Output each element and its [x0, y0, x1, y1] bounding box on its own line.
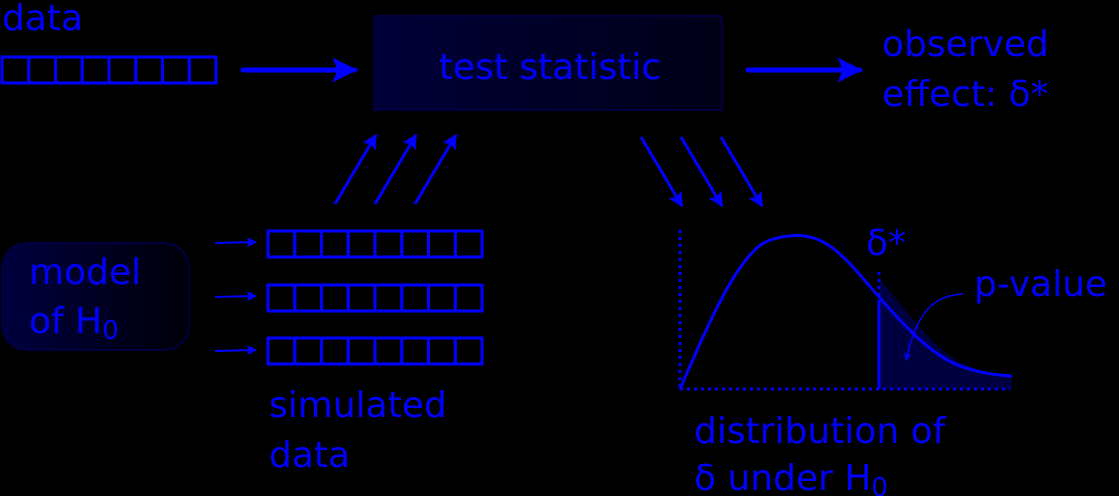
observed-label-line1: observed	[882, 24, 1049, 65]
p-value-tail-area	[879, 278, 1012, 389]
array-cell	[266, 336, 297, 366]
array-cell	[427, 283, 457, 313]
simulated-label-line1: simulated	[269, 385, 447, 426]
distribution-label-subscript: 0	[871, 473, 888, 496]
array-cell	[293, 336, 323, 366]
p-value-label: p-value	[974, 264, 1107, 305]
array-cell	[0, 55, 31, 85]
model-label-line2: of H	[29, 301, 102, 342]
model-label-line1: model	[29, 252, 141, 293]
array-cell	[346, 283, 377, 313]
svg-text:δ under H0: δ under H0	[694, 458, 888, 496]
distribution-label-line1: distribution of	[694, 411, 947, 452]
observed-label-line2: effect: δ*	[882, 74, 1049, 115]
simulated-array-3	[266, 336, 484, 366]
model-label-subscript: 0	[102, 316, 119, 346]
array-cell	[293, 283, 323, 313]
array-cell	[320, 283, 350, 313]
array-cell	[400, 229, 430, 259]
array-cell	[320, 336, 350, 366]
array-cell	[373, 336, 404, 366]
array-cell	[293, 229, 323, 259]
array-cell	[453, 336, 484, 366]
delta-star-label: δ*	[866, 223, 906, 264]
array-cell	[453, 229, 484, 259]
array-cell	[266, 229, 297, 259]
simulated-array-1	[266, 229, 484, 259]
data-array	[0, 55, 218, 85]
array-cell	[346, 336, 377, 366]
statistic-to-distribution-arrows	[639, 136, 764, 208]
svg-text:of H0: of H0	[29, 301, 119, 346]
array-cell	[400, 336, 430, 366]
array-cell	[373, 283, 404, 313]
array-cell	[134, 55, 164, 85]
array-cell	[427, 336, 457, 366]
distribution-label-line2: δ under H	[694, 458, 871, 496]
model-to-simulated-arrows	[214, 237, 257, 356]
simulated-to-statistic-arrows	[333, 133, 458, 205]
test-statistic-label: test statistic	[439, 47, 661, 88]
array-cell	[161, 55, 191, 85]
data-label: data	[2, 0, 83, 39]
array-cell	[54, 55, 84, 85]
array-cell	[266, 283, 297, 313]
null-distribution-plot	[678, 230, 1013, 391]
array-cell	[346, 229, 377, 259]
test-statistic-box: test statistic	[373, 15, 723, 111]
array-cell	[107, 55, 138, 85]
p-value-pointer	[903, 293, 964, 361]
array-cell	[80, 55, 111, 85]
model-h0-box: model of H0	[1, 242, 190, 351]
simulated-array-2	[266, 283, 484, 313]
array-cell	[400, 283, 430, 313]
array-cell	[373, 229, 404, 259]
array-cell	[427, 229, 457, 259]
array-cell	[453, 283, 484, 313]
density-curve	[678, 234, 1013, 390]
array-cell	[187, 55, 218, 85]
array-cell	[27, 55, 57, 85]
simulated-label-line2: data	[269, 435, 350, 476]
array-cell	[320, 229, 350, 259]
